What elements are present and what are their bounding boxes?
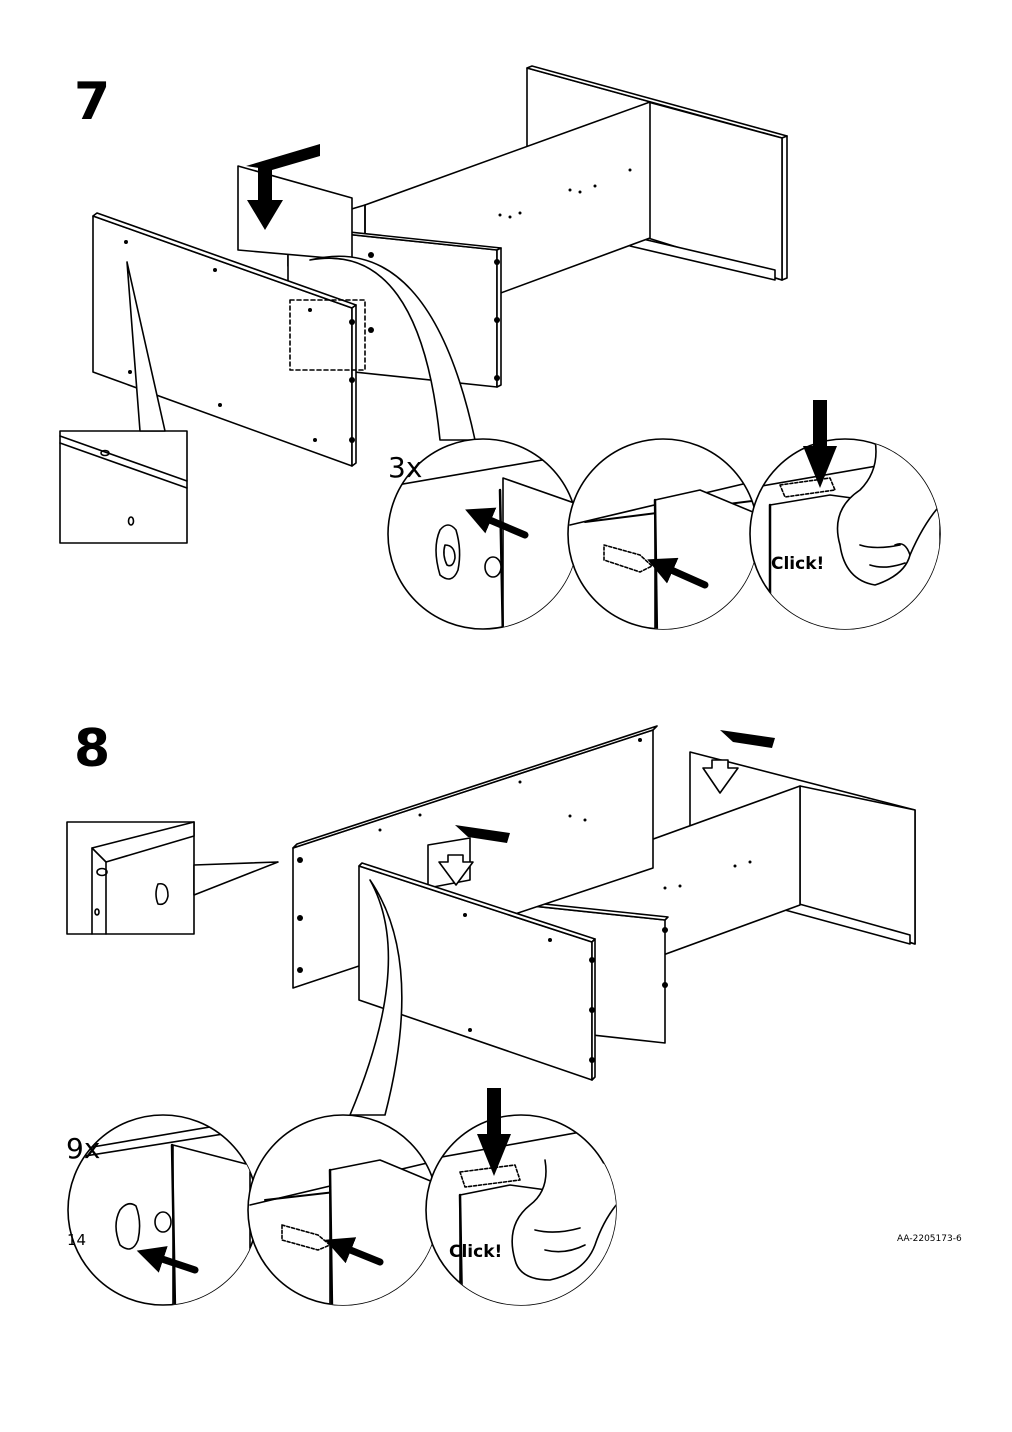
step-7-detail-circle-slide: [567, 438, 759, 630]
step-7-number: 7: [74, 72, 111, 132]
step-8-hole-detail: [66, 821, 279, 935]
step-7-carcass: [92, 65, 788, 467]
step-8-quantity: 9x: [66, 1132, 101, 1165]
step-8-detail-circle-click: [425, 1088, 617, 1306]
step-8-number: 8: [74, 719, 111, 779]
step-8-detail-circle-slide: [247, 1114, 439, 1306]
page-number: 14: [67, 1231, 87, 1249]
step-7-detail-circle-click: [749, 400, 941, 630]
step-8-detail-circle-insert: [67, 1114, 259, 1306]
step-7-quantity: 3x: [388, 451, 423, 484]
step-8-carcass: [292, 725, 916, 1081]
step-7-hole-detail: [59, 261, 188, 544]
step-8-click-label: Click!: [449, 1242, 503, 1262]
document-code: AA-2205173-6: [897, 1234, 962, 1244]
step-7-click-label: Click!: [771, 554, 825, 574]
step-8-callout-pointer: [349, 879, 403, 1116]
